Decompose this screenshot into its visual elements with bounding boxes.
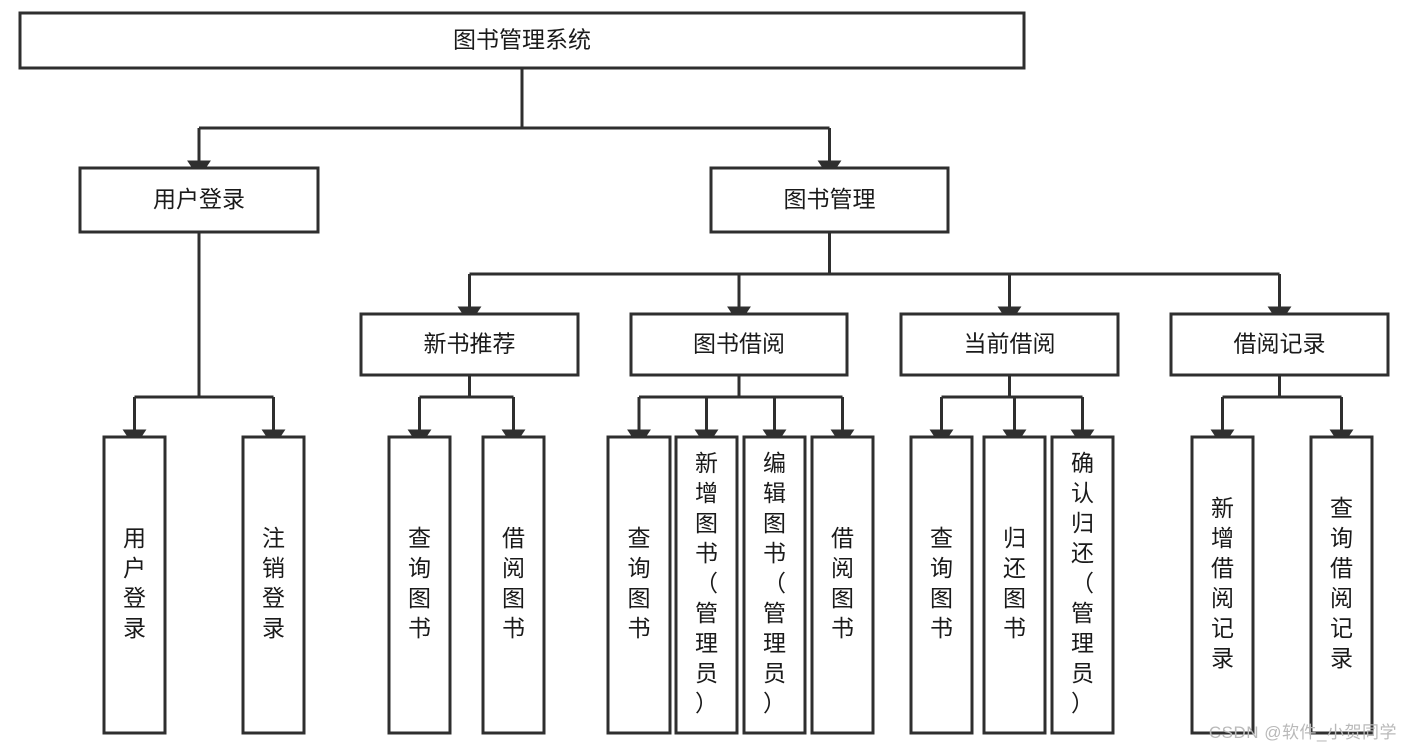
node-box-l_confirm_ret[interactable] bbox=[1050, 435, 1115, 735]
node-label-l_query_book1: 查询图书 bbox=[408, 525, 431, 641]
node-new_rec[interactable]: 新书推荐 bbox=[359, 312, 580, 377]
nodes-layer: 图书管理系统用户登录图书管理新书推荐图书借阅当前借阅借阅记录用户登录注销登录查询… bbox=[18, 11, 1390, 735]
node-box-user_login[interactable] bbox=[78, 166, 320, 234]
node-user_login[interactable]: 用户登录 bbox=[78, 166, 320, 234]
node-label-l_borrow_book1: 借阅图书 bbox=[502, 525, 525, 641]
node-l_query_log[interactable]: 查询借阅记录 bbox=[1309, 435, 1374, 735]
node-label-cur_borrow: 当前借阅 bbox=[964, 331, 1056, 357]
node-l_add_book[interactable]: 新增图书（管理员） bbox=[674, 435, 739, 735]
node-box-l_borrow_book1[interactable] bbox=[481, 435, 546, 735]
node-label-l_query_book2: 查询图书 bbox=[628, 525, 651, 641]
node-root[interactable]: 图书管理系统 bbox=[18, 11, 1026, 70]
node-label-book_borrow: 图书借阅 bbox=[693, 331, 785, 357]
node-l_borrow_book2[interactable]: 借阅图书 bbox=[810, 435, 875, 735]
node-label-l_edit_book: 编辑图书（管理员） bbox=[763, 450, 786, 716]
node-l_edit_book[interactable]: 编辑图书（管理员） bbox=[742, 435, 807, 735]
node-l_confirm_ret[interactable]: 确认归还（管理员） bbox=[1050, 435, 1115, 735]
node-label-l_return_book: 归还图书 bbox=[1003, 525, 1026, 641]
node-l_query_book3[interactable]: 查询图书 bbox=[909, 435, 974, 735]
node-box-l_query_log[interactable] bbox=[1309, 435, 1374, 735]
node-box-l_return_book[interactable] bbox=[982, 435, 1047, 735]
node-box-l_borrow_book2[interactable] bbox=[810, 435, 875, 735]
node-borrow_log[interactable]: 借阅记录 bbox=[1169, 312, 1390, 377]
node-box-l_add_book[interactable] bbox=[674, 435, 739, 735]
node-label-user_login: 用户登录 bbox=[153, 186, 245, 212]
node-l_query_book2[interactable]: 查询图书 bbox=[606, 435, 672, 735]
node-l_query_book1[interactable]: 查询图书 bbox=[387, 435, 452, 735]
node-label-book_mgmt: 图书管理 bbox=[784, 186, 876, 212]
node-box-l_query_book3[interactable] bbox=[909, 435, 974, 735]
node-label-l_add_log: 新增借阅记录 bbox=[1211, 495, 1234, 671]
node-box-l_add_log[interactable] bbox=[1190, 435, 1255, 735]
node-cur_borrow[interactable]: 当前借阅 bbox=[899, 312, 1120, 377]
node-l_user_login[interactable]: 用户登录 bbox=[102, 435, 167, 735]
node-box-book_mgmt[interactable] bbox=[709, 166, 950, 234]
node-label-l_query_log: 查询借阅记录 bbox=[1330, 495, 1353, 671]
node-label-l_user_login: 用户登录 bbox=[123, 525, 146, 641]
node-label-new_rec: 新书推荐 bbox=[424, 331, 516, 357]
node-box-new_rec[interactable] bbox=[359, 312, 580, 377]
node-l_add_log[interactable]: 新增借阅记录 bbox=[1190, 435, 1255, 735]
node-label-l_query_book3: 查询图书 bbox=[930, 525, 953, 641]
node-label-l_borrow_book2: 借阅图书 bbox=[831, 525, 854, 641]
node-book_borrow[interactable]: 图书借阅 bbox=[629, 312, 849, 377]
node-box-book_borrow[interactable] bbox=[629, 312, 849, 377]
node-box-l_edit_book[interactable] bbox=[742, 435, 807, 735]
edges-layer bbox=[122, 68, 1354, 448]
node-label-root: 图书管理系统 bbox=[453, 27, 591, 53]
node-box-l_query_book2[interactable] bbox=[606, 435, 672, 735]
node-l_borrow_book1[interactable]: 借阅图书 bbox=[481, 435, 546, 735]
node-book_mgmt[interactable]: 图书管理 bbox=[709, 166, 950, 234]
node-box-l_user_login[interactable] bbox=[102, 435, 167, 735]
node-box-root[interactable] bbox=[18, 11, 1026, 70]
node-box-cur_borrow[interactable] bbox=[899, 312, 1120, 377]
node-label-l_confirm_ret: 确认归还（管理员） bbox=[1071, 450, 1094, 716]
node-l_return_book[interactable]: 归还图书 bbox=[982, 435, 1047, 735]
node-box-l_user_logout[interactable] bbox=[241, 435, 306, 735]
node-l_user_logout[interactable]: 注销登录 bbox=[241, 435, 306, 735]
node-box-borrow_log[interactable] bbox=[1169, 312, 1390, 377]
node-label-l_add_book: 新增图书（管理员） bbox=[695, 450, 718, 716]
node-box-l_query_book1[interactable] bbox=[387, 435, 452, 735]
node-label-borrow_log: 借阅记录 bbox=[1234, 331, 1326, 357]
node-label-l_user_logout: 注销登录 bbox=[262, 525, 285, 641]
